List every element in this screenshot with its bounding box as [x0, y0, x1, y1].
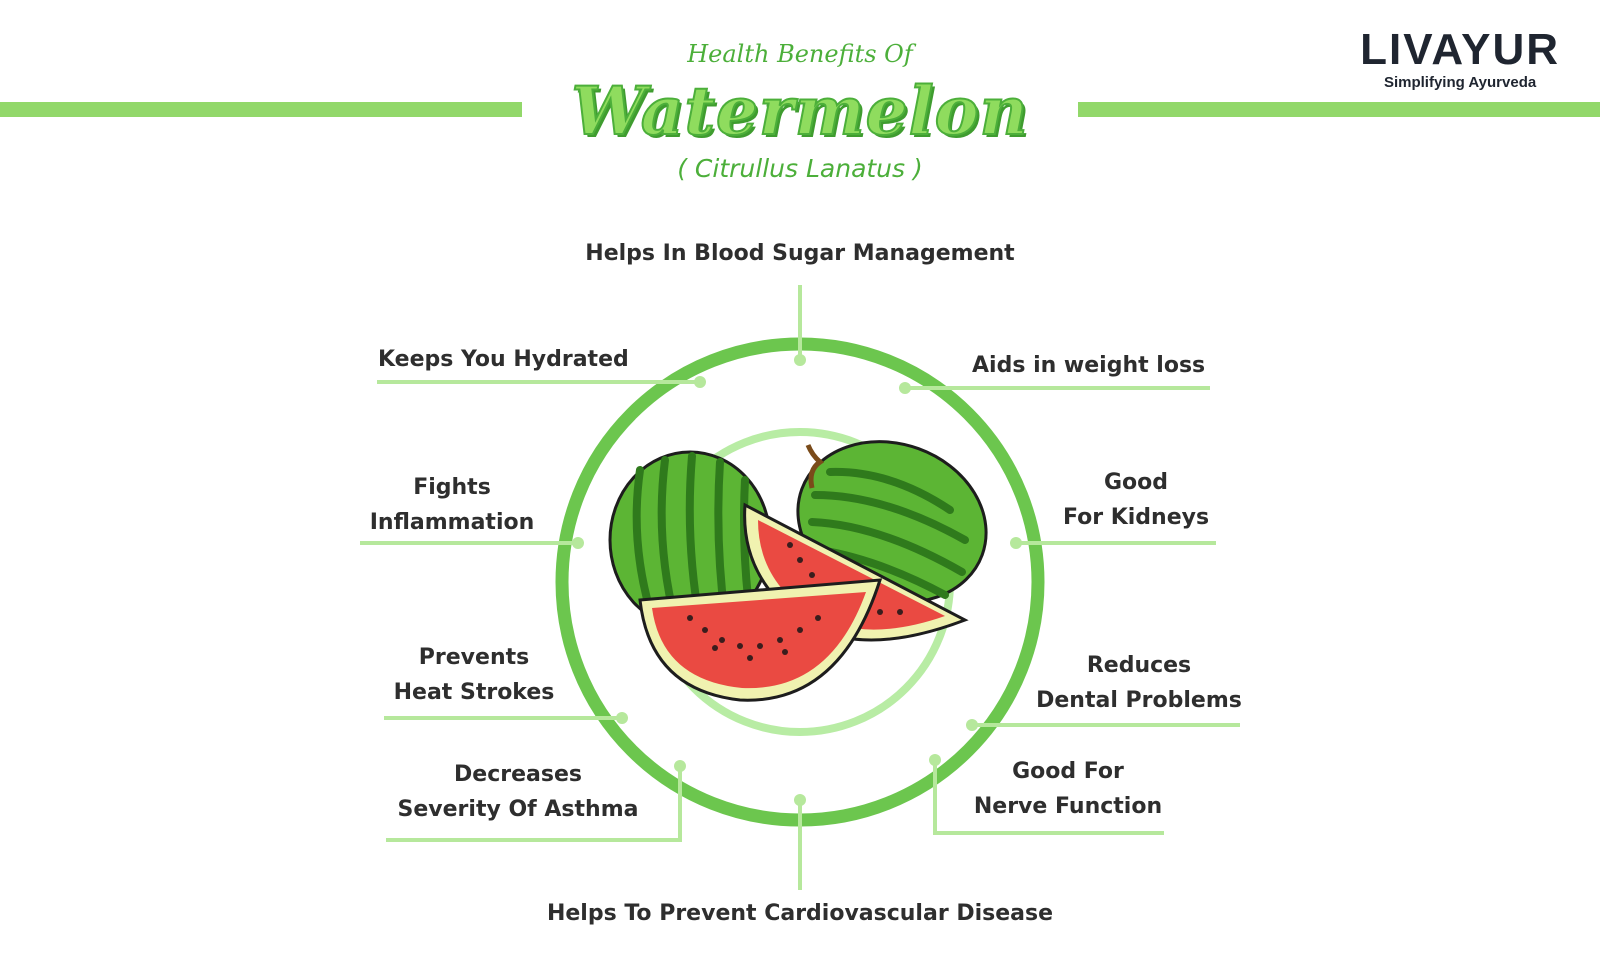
benefit-asthma-line-1: Decreases [454, 762, 582, 787]
watermelon-illustration [608, 440, 988, 702]
page-title: Watermelon [570, 71, 1029, 151]
benefit-inflammation: Fights Inflammation [360, 470, 544, 540]
header-bar-left [0, 102, 522, 117]
benefit-dental-line-2: Dental Problems [1036, 688, 1242, 713]
benefit-nerve-line-2: Nerve Function [973, 794, 1163, 819]
benefit-inflammation-line-2: Inflammation [369, 510, 535, 535]
benefit-heat-strokes-line-1: Prevents [418, 645, 530, 670]
benefit-hydrated: Keeps You Hydrated [378, 347, 629, 372]
subtitle: Health Benefits Of [687, 40, 913, 68]
benefit-asthma-line-2: Severity Of Asthma [397, 797, 639, 822]
brand-logo: LIVAYUR Simplifying Ayurveda [1360, 25, 1560, 92]
benefit-kidneys-line-2: For Kidneys [1062, 505, 1210, 530]
benefit-kidneys-line-1: Good [1103, 470, 1169, 495]
benefit-nerve-line-1: Good For [1012, 759, 1124, 784]
logo-name: LIVAYUR [1360, 25, 1560, 74]
connector-lines [360, 285, 1240, 890]
benefit-heat-strokes: Prevents Heat Strokes [384, 640, 564, 710]
logo-tagline: Simplifying Ayurveda [1383, 74, 1537, 91]
benefit-asthma: Decreases Severity Of Asthma [386, 757, 650, 827]
benefit-inflammation-line-1: Fights [413, 475, 491, 500]
benefit-weight-loss: Aids in weight loss [972, 353, 1206, 378]
connector-dots [572, 354, 1022, 806]
benefit-dental-line-1: Reduces [1086, 653, 1192, 678]
benefit-dental: Reduces Dental Problems [1034, 648, 1244, 718]
header-bar-right [1078, 102, 1600, 117]
benefit-kidneys: Good For Kidneys [1056, 465, 1216, 535]
benefit-cardiovascular: Helps To Prevent Cardiovascular Disease [546, 901, 1054, 926]
latin-name: ( Citrullus Lanatus ) [677, 154, 923, 183]
benefit-heat-strokes-line-2: Heat Strokes [393, 680, 555, 705]
benefit-nerve: Good For Nerve Function [970, 754, 1166, 824]
benefit-blood-sugar: Helps In Blood Sugar Management [585, 241, 1015, 266]
